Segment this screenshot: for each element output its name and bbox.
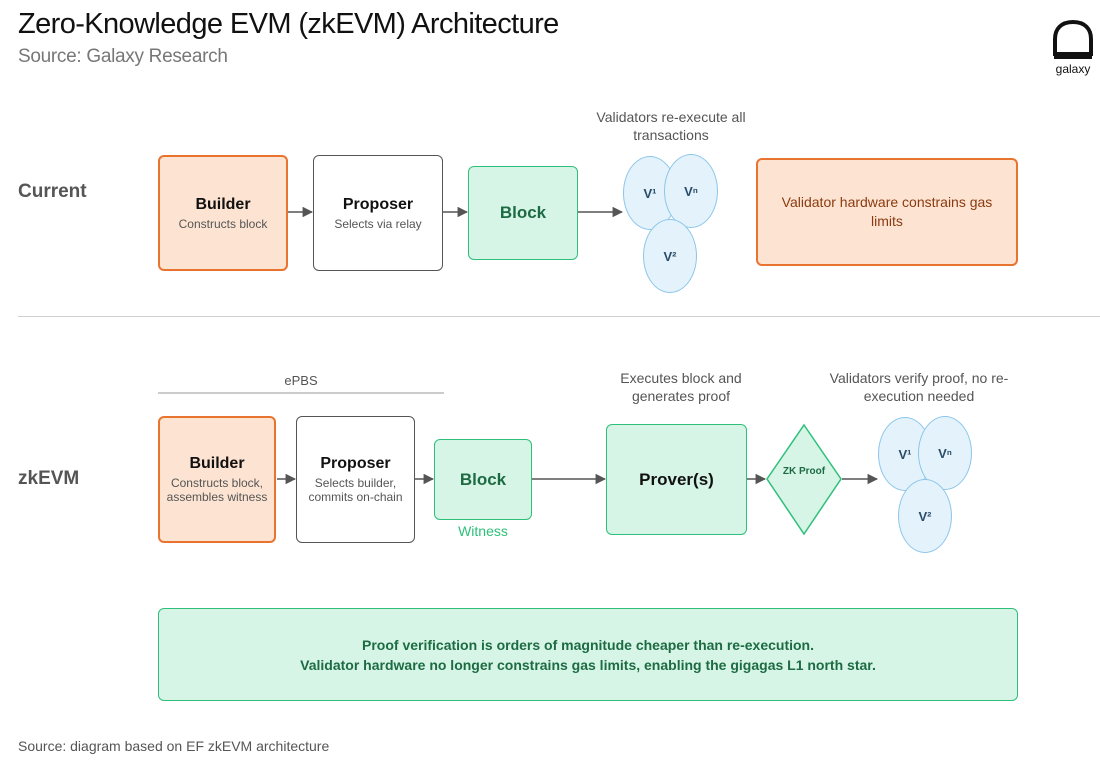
current-validator-2: V² (643, 219, 697, 293)
page-title: Zero-Knowledge EVM (zkEVM) Architecture (18, 8, 559, 40)
zkevm-builder-sub: Constructs block, assembles witness (166, 476, 268, 504)
footer-source: Source: diagram based on EF zkEVM archit… (18, 738, 330, 754)
zkevm-proposer-box: Proposer Selects builder, commits on-cha… (296, 416, 415, 543)
galaxy-logo-icon (1053, 19, 1093, 59)
summary-box: Proof verification is orders of magnitud… (158, 608, 1018, 701)
current-proposer-box: Proposer Selects via relay (313, 155, 443, 271)
current-validators-note: Validators re-execute all transactions (596, 109, 746, 143)
row-label-zkevm: zkEVM (18, 468, 80, 489)
zkevm-proposer-sub: Selects builder, commits on-chain (308, 476, 403, 504)
zkevm-block-title: Block (459, 469, 507, 489)
current-block-box: Block (468, 166, 578, 260)
prover-title: Prover(s) (639, 469, 714, 489)
zkevm-validator-2: V² (898, 479, 952, 553)
witness-label: Witness (458, 523, 508, 539)
zkevm-proposer-title: Proposer (320, 455, 391, 472)
prover-box: Prover(s) (606, 424, 747, 535)
current-proposer-title: Proposer (342, 195, 414, 213)
logo-text: galaxy (1055, 62, 1091, 76)
galaxy-logo: galaxy (1050, 19, 1096, 80)
summary-line-1: Proof verification is orders of magnitud… (362, 636, 814, 653)
current-proposer-sub: Selects via relay (334, 216, 422, 231)
zkevm-validator-n: Vⁿ (918, 416, 972, 490)
zkevm-builder-title: Builder (189, 455, 245, 472)
current-block-title: Block (499, 203, 547, 222)
current-builder-title: Builder (195, 195, 251, 213)
current-validator-n: Vⁿ (664, 154, 718, 228)
zk-proof-diamond (766, 423, 842, 536)
zkevm-block-box: Block (434, 439, 532, 520)
current-callout-box: Validator hardware constrains gas limits (756, 158, 1018, 266)
row-label-current: Current (18, 181, 87, 202)
zk-proof-label: ZK Proof (782, 466, 826, 477)
zkevm-validators-note: Validators verify proof, no re-execution… (829, 370, 1009, 404)
summary-line-2: Validator hardware no longer constrains … (300, 656, 876, 673)
zkevm-builder-box: Builder Constructs block, assembles witn… (158, 416, 276, 543)
current-builder-sub: Constructs block (178, 216, 268, 231)
current-callout-text: Validator hardware constrains gas limits (781, 194, 993, 229)
epbs-label: ePBS (284, 373, 318, 388)
section-divider (18, 316, 1100, 317)
page-subtitle: Source: Galaxy Research (18, 46, 228, 67)
current-builder-box: Builder Constructs block (158, 155, 288, 271)
prover-note: Executes block and generates proof (620, 370, 742, 404)
